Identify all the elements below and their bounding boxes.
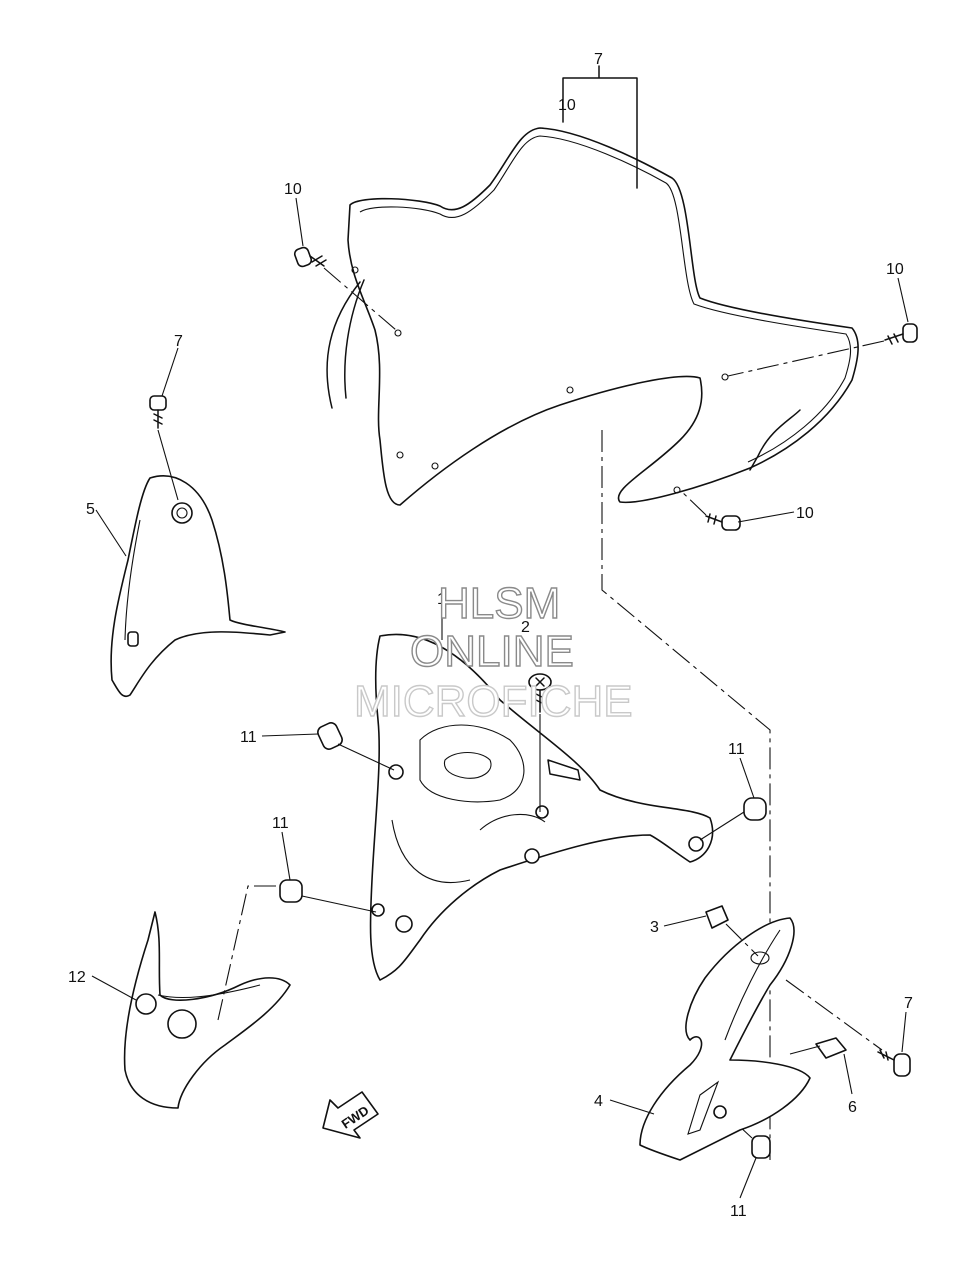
clip-6 <box>815 1037 847 1059</box>
callout-12: 12 <box>68 969 86 986</box>
callout-6: 6 <box>848 1099 857 1116</box>
center-cowling-1 <box>369 633 714 981</box>
screw-10-right <box>727 323 918 377</box>
callout-4: 4 <box>594 1093 603 1110</box>
callout-7-b: 7 <box>904 995 913 1012</box>
callout-labels: 7 10 10 10 10 7 5 1 2 11 11 11 12 3 7 4 … <box>68 51 913 1220</box>
callout-1: 1 <box>437 591 446 608</box>
watermark-line-1: HLSM <box>438 579 560 628</box>
callout-3: 3 <box>650 919 659 936</box>
callout-bracket-8-9 <box>562 65 638 189</box>
watermark-line-3: MICROFICHE <box>354 677 633 726</box>
callout-11-c: 11 <box>272 815 289 832</box>
side-cover-5 <box>110 395 286 698</box>
screw-2 <box>528 673 552 812</box>
fwd-arrow-icon: FWD <box>322 1091 379 1139</box>
callout-11-a: 11 <box>240 729 257 746</box>
callout-7-a: 7 <box>174 333 183 350</box>
lower-cover-12 <box>123 885 291 1109</box>
windshield <box>326 127 859 506</box>
lower-cover-4 <box>639 917 811 1161</box>
leader-lines <box>91 197 909 1199</box>
callout-10-a: 10 <box>284 181 302 198</box>
collar-11-b <box>699 797 767 841</box>
callout-5: 5 <box>86 501 95 518</box>
callout-10-c: 10 <box>796 505 814 522</box>
collar-11-c <box>279 879 377 913</box>
callout-10-b: 10 <box>886 261 904 278</box>
watermark-line-2: ONLINE <box>410 627 574 676</box>
collar-11-a <box>317 722 395 771</box>
callout-9: 10 <box>558 97 576 114</box>
nut-3 <box>705 905 883 1051</box>
watermark: HLSM ONLINE MICROFICHE <box>353 578 633 726</box>
screw-10-upper-left <box>293 246 397 331</box>
callout-2: 2 <box>521 619 530 636</box>
assembly-line-right <box>601 430 771 1160</box>
callout-8: 7 <box>594 51 603 68</box>
callout-11-d: 11 <box>730 1203 747 1220</box>
screw-10-lower <box>679 489 741 531</box>
screw-7-right <box>877 1049 911 1077</box>
callout-11-b: 11 <box>728 741 745 758</box>
